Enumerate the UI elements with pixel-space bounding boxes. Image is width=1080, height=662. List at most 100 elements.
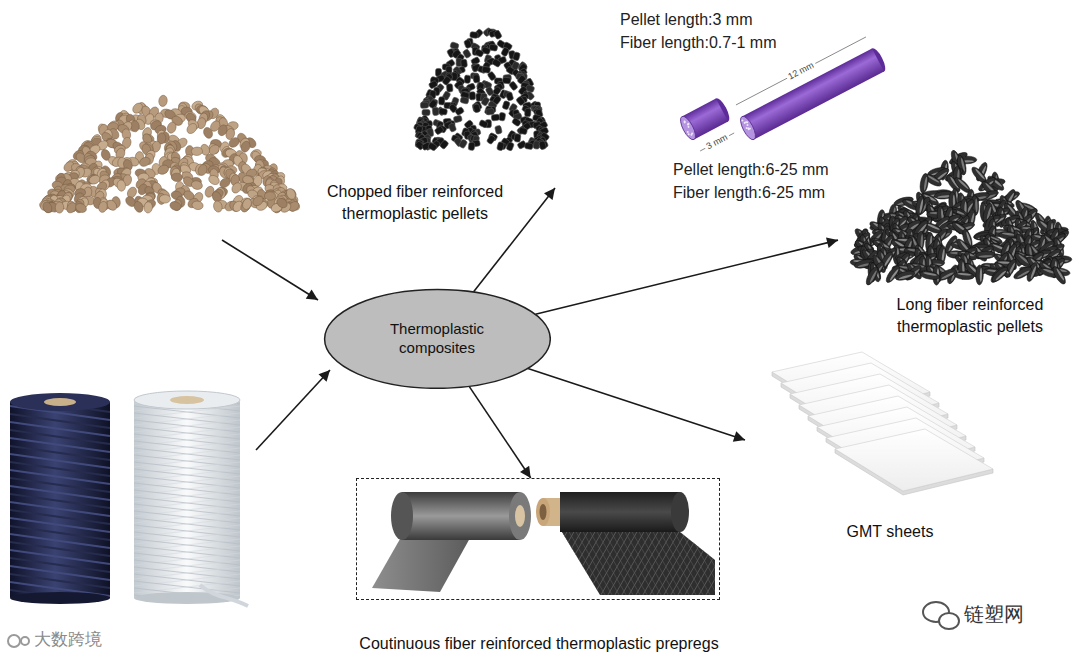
fiber-wind	[134, 560, 240, 572]
fiber-wind	[134, 497, 240, 509]
fiber-wind	[134, 469, 240, 481]
pellet	[954, 271, 975, 280]
pellet-body	[864, 265, 880, 286]
flow-arrow	[469, 386, 531, 478]
pellet-shine	[920, 234, 923, 248]
fiber-end	[745, 121, 748, 124]
flow-arrow	[535, 240, 838, 314]
fiber-wind	[134, 560, 240, 572]
pellet	[459, 139, 468, 149]
fiber-wind	[134, 581, 240, 593]
pellet	[1051, 265, 1068, 286]
pellet	[117, 180, 126, 192]
pellet	[41, 201, 53, 215]
fiber-wind	[134, 574, 240, 586]
pellet	[919, 173, 930, 194]
tape-roll	[402, 492, 520, 540]
fabric-weave	[528, 530, 568, 600]
pellet	[524, 142, 533, 149]
fiber-end	[687, 123, 690, 126]
pellet	[473, 74, 480, 83]
pellet	[502, 100, 510, 109]
pellet	[185, 122, 199, 136]
pellet	[171, 173, 183, 182]
fiber-wind	[134, 455, 240, 467]
pellet	[197, 163, 209, 177]
prepreg-illustration	[372, 492, 783, 600]
fiber-wind	[134, 567, 240, 579]
fabric-weave	[701, 530, 741, 600]
tube-end	[536, 498, 550, 526]
pellet	[169, 200, 182, 212]
pellet-body	[954, 271, 975, 280]
pellet	[420, 102, 428, 108]
pellet	[461, 59, 468, 68]
pellet	[159, 195, 170, 203]
pellet	[894, 269, 915, 282]
fiber-end	[690, 133, 693, 136]
fiber-wind	[10, 518, 110, 532]
fiber-wind	[134, 525, 240, 537]
node-label: GMT sheets	[759, 521, 1021, 543]
fiber-spools-illustration	[10, 391, 248, 612]
fiber-wind	[134, 567, 240, 579]
pellet-body	[990, 265, 1010, 284]
pellet	[469, 92, 476, 100]
fabric-weave	[514, 530, 554, 600]
pellet	[511, 117, 521, 126]
fiber-wind	[134, 462, 240, 474]
node-label: Coutinuous fiber reinforced thermoplasti…	[317, 633, 761, 655]
fiber-wind	[134, 504, 240, 516]
pellet	[864, 265, 880, 286]
pellet	[539, 141, 549, 150]
fiber-wind	[10, 486, 110, 500]
fiber-wind	[10, 534, 110, 548]
pellet	[464, 39, 472, 49]
fabric-weave	[729, 530, 769, 600]
pellet-body	[1012, 265, 1033, 281]
pellet	[251, 194, 265, 207]
fiber-wind	[10, 470, 110, 484]
pellet	[191, 200, 203, 210]
fiber-wind	[134, 574, 240, 586]
product-node: GMT sheets	[745, 352, 1007, 547]
cylinder-end	[678, 114, 699, 142]
fiber-end	[741, 119, 744, 122]
fiber-wind	[134, 546, 240, 558]
cylinder-end	[738, 114, 759, 142]
fiber-wind	[10, 566, 110, 580]
pellet	[525, 108, 531, 116]
product-node: Long fiber reinforced thermoplastic pell…	[838, 148, 1074, 344]
pellet	[501, 47, 510, 57]
pellet	[432, 107, 439, 116]
fabric-weave	[743, 530, 783, 600]
pellet-shine	[941, 272, 954, 280]
fiber-wind	[134, 518, 240, 530]
pellet	[473, 104, 481, 113]
pellet-size-sketch	[678, 37, 889, 151]
chopped-pellets-illustration	[413, 27, 550, 151]
fiber-wind	[134, 546, 240, 558]
pellet-shine	[898, 274, 912, 280]
fabric-weave	[715, 530, 755, 600]
pellet	[446, 84, 453, 92]
pellet	[975, 251, 995, 260]
pellet-shine	[1017, 270, 1030, 279]
pellet	[202, 126, 214, 140]
pellet	[55, 202, 64, 213]
fiber-wind	[10, 574, 110, 588]
fabric-weave	[696, 530, 736, 600]
pellet	[207, 173, 221, 186]
fiber-wind	[134, 448, 240, 460]
node-label: Long fiber reinforced thermoplastic pell…	[870, 294, 1070, 339]
pellet	[275, 196, 289, 209]
sheet	[835, 429, 993, 491]
fiber-end	[683, 121, 686, 124]
fiber-wind	[134, 581, 240, 593]
dimension-label: 3 mm	[703, 131, 731, 153]
node-label: Chopped fiber reinforced thermoplastic p…	[305, 181, 525, 226]
input-arrow	[256, 370, 330, 450]
tape-core	[515, 505, 525, 527]
pellet	[144, 201, 153, 213]
fiber-wind	[134, 476, 240, 488]
